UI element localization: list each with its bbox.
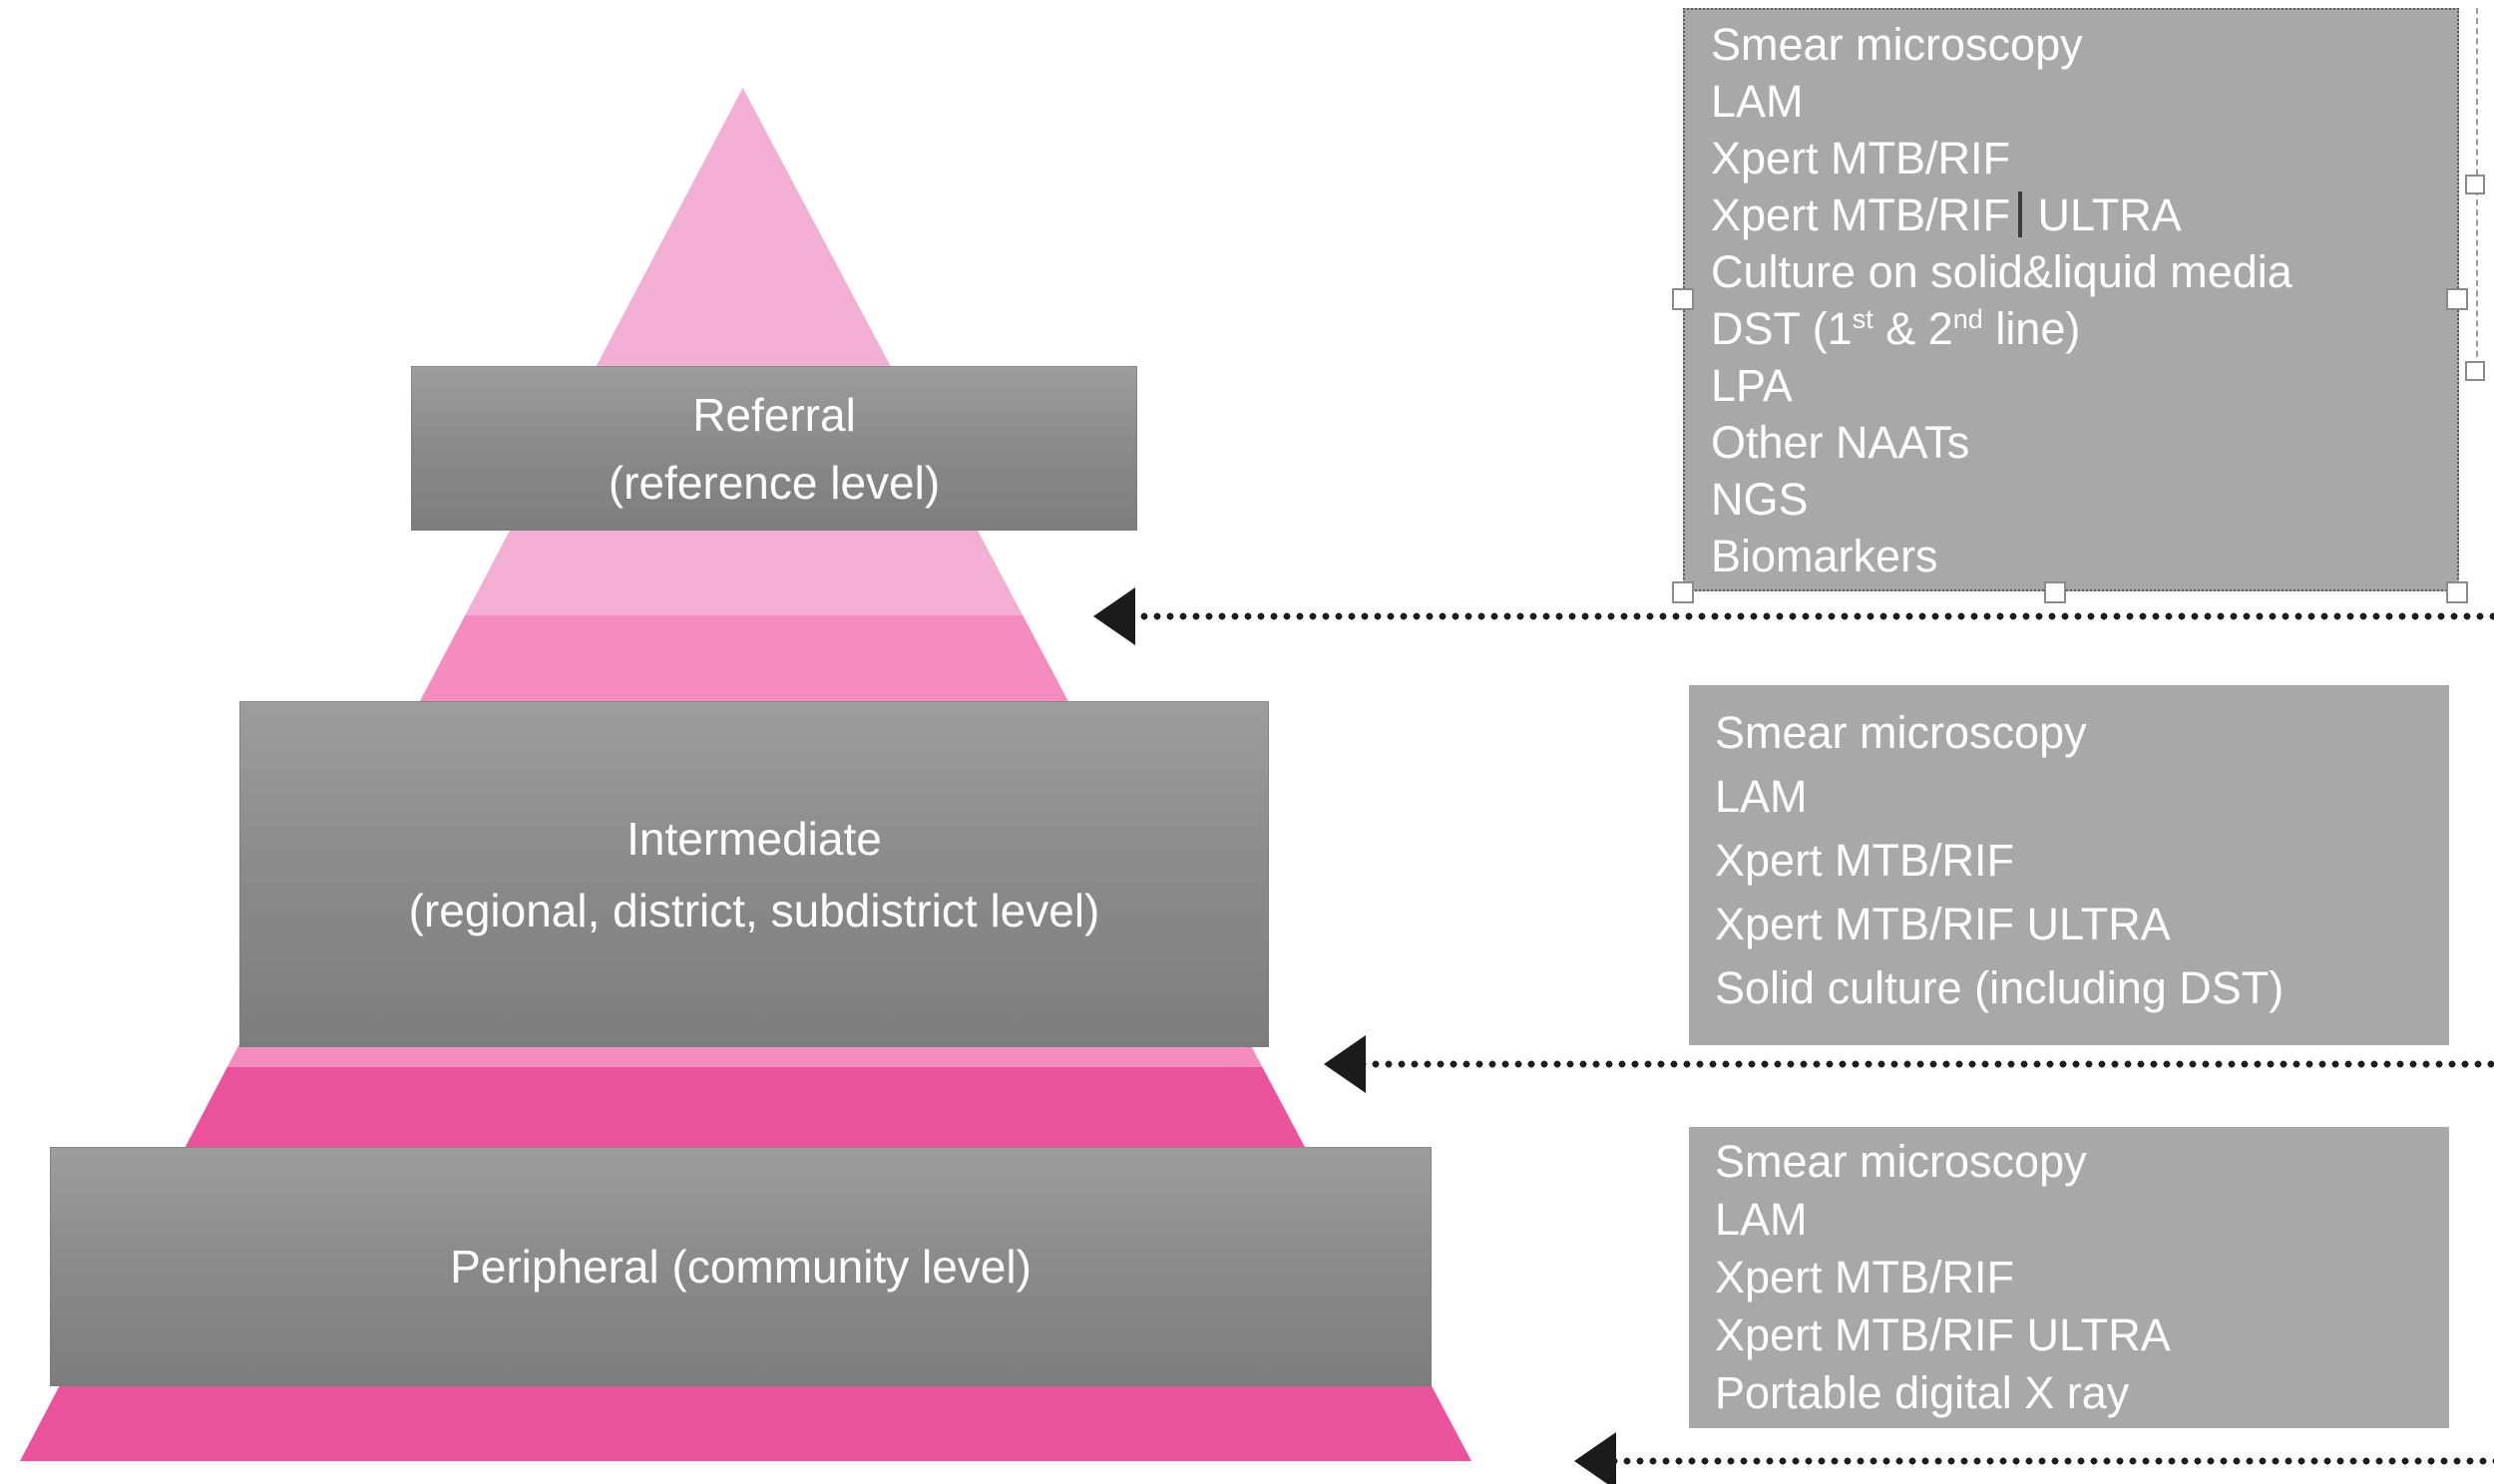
test-item: Xpert MTB/RIF ULTRA [1715,899,2171,949]
test-item: Xpert MTB/RIF [1711,133,2011,184]
test-item: Xpert MTB/RIF ULTRA [1711,189,2182,240]
test-item: Solid culture (including DST) [1715,962,2285,1013]
test-item: Smear microscopy [1715,1136,2087,1187]
arrow-left-icon [1574,1432,1616,1484]
dotted-line-peripheral [1608,1456,2494,1466]
test-item: Smear microscopy [1715,707,2087,758]
pyramid-level-referral: Referral (reference level) [411,366,1137,531]
selection-handle-bottom-middle[interactable] [2044,581,2066,603]
test-item: Other NAATs [1711,417,1970,468]
pyramid-level-label-line1: Peripheral (community level) [450,1241,1032,1293]
pyramid-level-label-line2: (regional, district, subdistrict level) [408,884,1100,936]
test-item: Smear microscopy [1711,19,2083,70]
test-item: Xpert MTB/RIF [1715,835,2015,886]
arrow-left-icon [1324,1035,1366,1093]
test-item: LAM [1715,1194,1808,1245]
selection-handle-left-middle[interactable] [1672,288,1694,310]
pyramid-level-intermediate: Intermediate (regional, district, subdis… [239,701,1269,1047]
test-item: Xpert MTB/RIF [1715,1252,2015,1302]
test-item: Xpert MTB/RIF ULTRA [1715,1309,2171,1360]
pyramid-level-label-line1: Referral [692,388,856,441]
arrow-left-icon [1093,587,1135,645]
dotted-line-referral [1125,611,2494,621]
text-cursor [2018,191,2023,237]
test-item: Portable digital X ray [1715,1367,2130,1418]
pyramid-level-label-line2: (reference level) [608,456,941,509]
selection-handle-edge-bottom[interactable] [2465,361,2485,381]
selection-handle-right-middle[interactable] [2446,288,2468,310]
test-item: LAM [1711,76,1804,127]
test-item: LAM [1715,771,1808,822]
selection-handle-edge-middle[interactable] [2465,175,2485,194]
test-item: NGS [1711,474,1809,525]
test-item: Culture on solid&liquid media [1711,246,2292,297]
selection-handle-bottom-right[interactable] [2446,581,2468,603]
test-item: Biomarkers [1711,531,1938,581]
pyramid-level-peripheral: Peripheral (community level) [50,1147,1432,1386]
pyramid-level-label-line1: Intermediate [626,812,882,865]
test-item: LPA [1711,360,1793,411]
test-item: DST (1st & 2nd line) [1711,303,2081,354]
dotted-line-intermediate [1357,1059,2494,1069]
selection-handle-bottom-left[interactable] [1672,581,1694,603]
